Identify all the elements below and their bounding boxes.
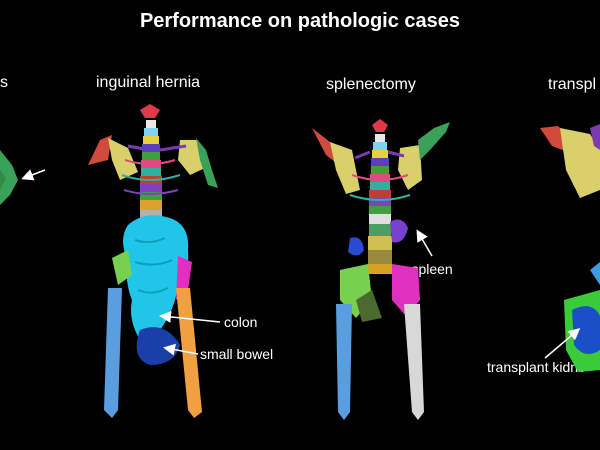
panel-label-splenectomy: splenectomy [326,76,416,93]
arrow-small-bowel [163,343,199,356]
annotation-small-bowel: small bowel [200,346,274,362]
panel-transplant-model [540,124,600,372]
panel-label-left-cropped: s [0,74,8,91]
panel-splenectomy-model [312,119,450,420]
arrow-colon [159,310,221,323]
panel-label-inguinal-hernia: inguinal hernia [96,74,201,91]
slide-title: Performance on pathologic cases [139,10,461,32]
panel-inguinal-hernia-model [88,104,218,418]
annotation-transplant-kidney: transplant kidne [487,359,586,375]
panel-0-skeleton [0,150,18,205]
panel-label-transplant: transpl [548,76,597,93]
annotation-colon: colon [224,314,258,330]
arrow-left-panel [21,169,46,181]
arrow-no-spleen [416,229,433,257]
arrow-transplant-kidney [544,328,581,359]
